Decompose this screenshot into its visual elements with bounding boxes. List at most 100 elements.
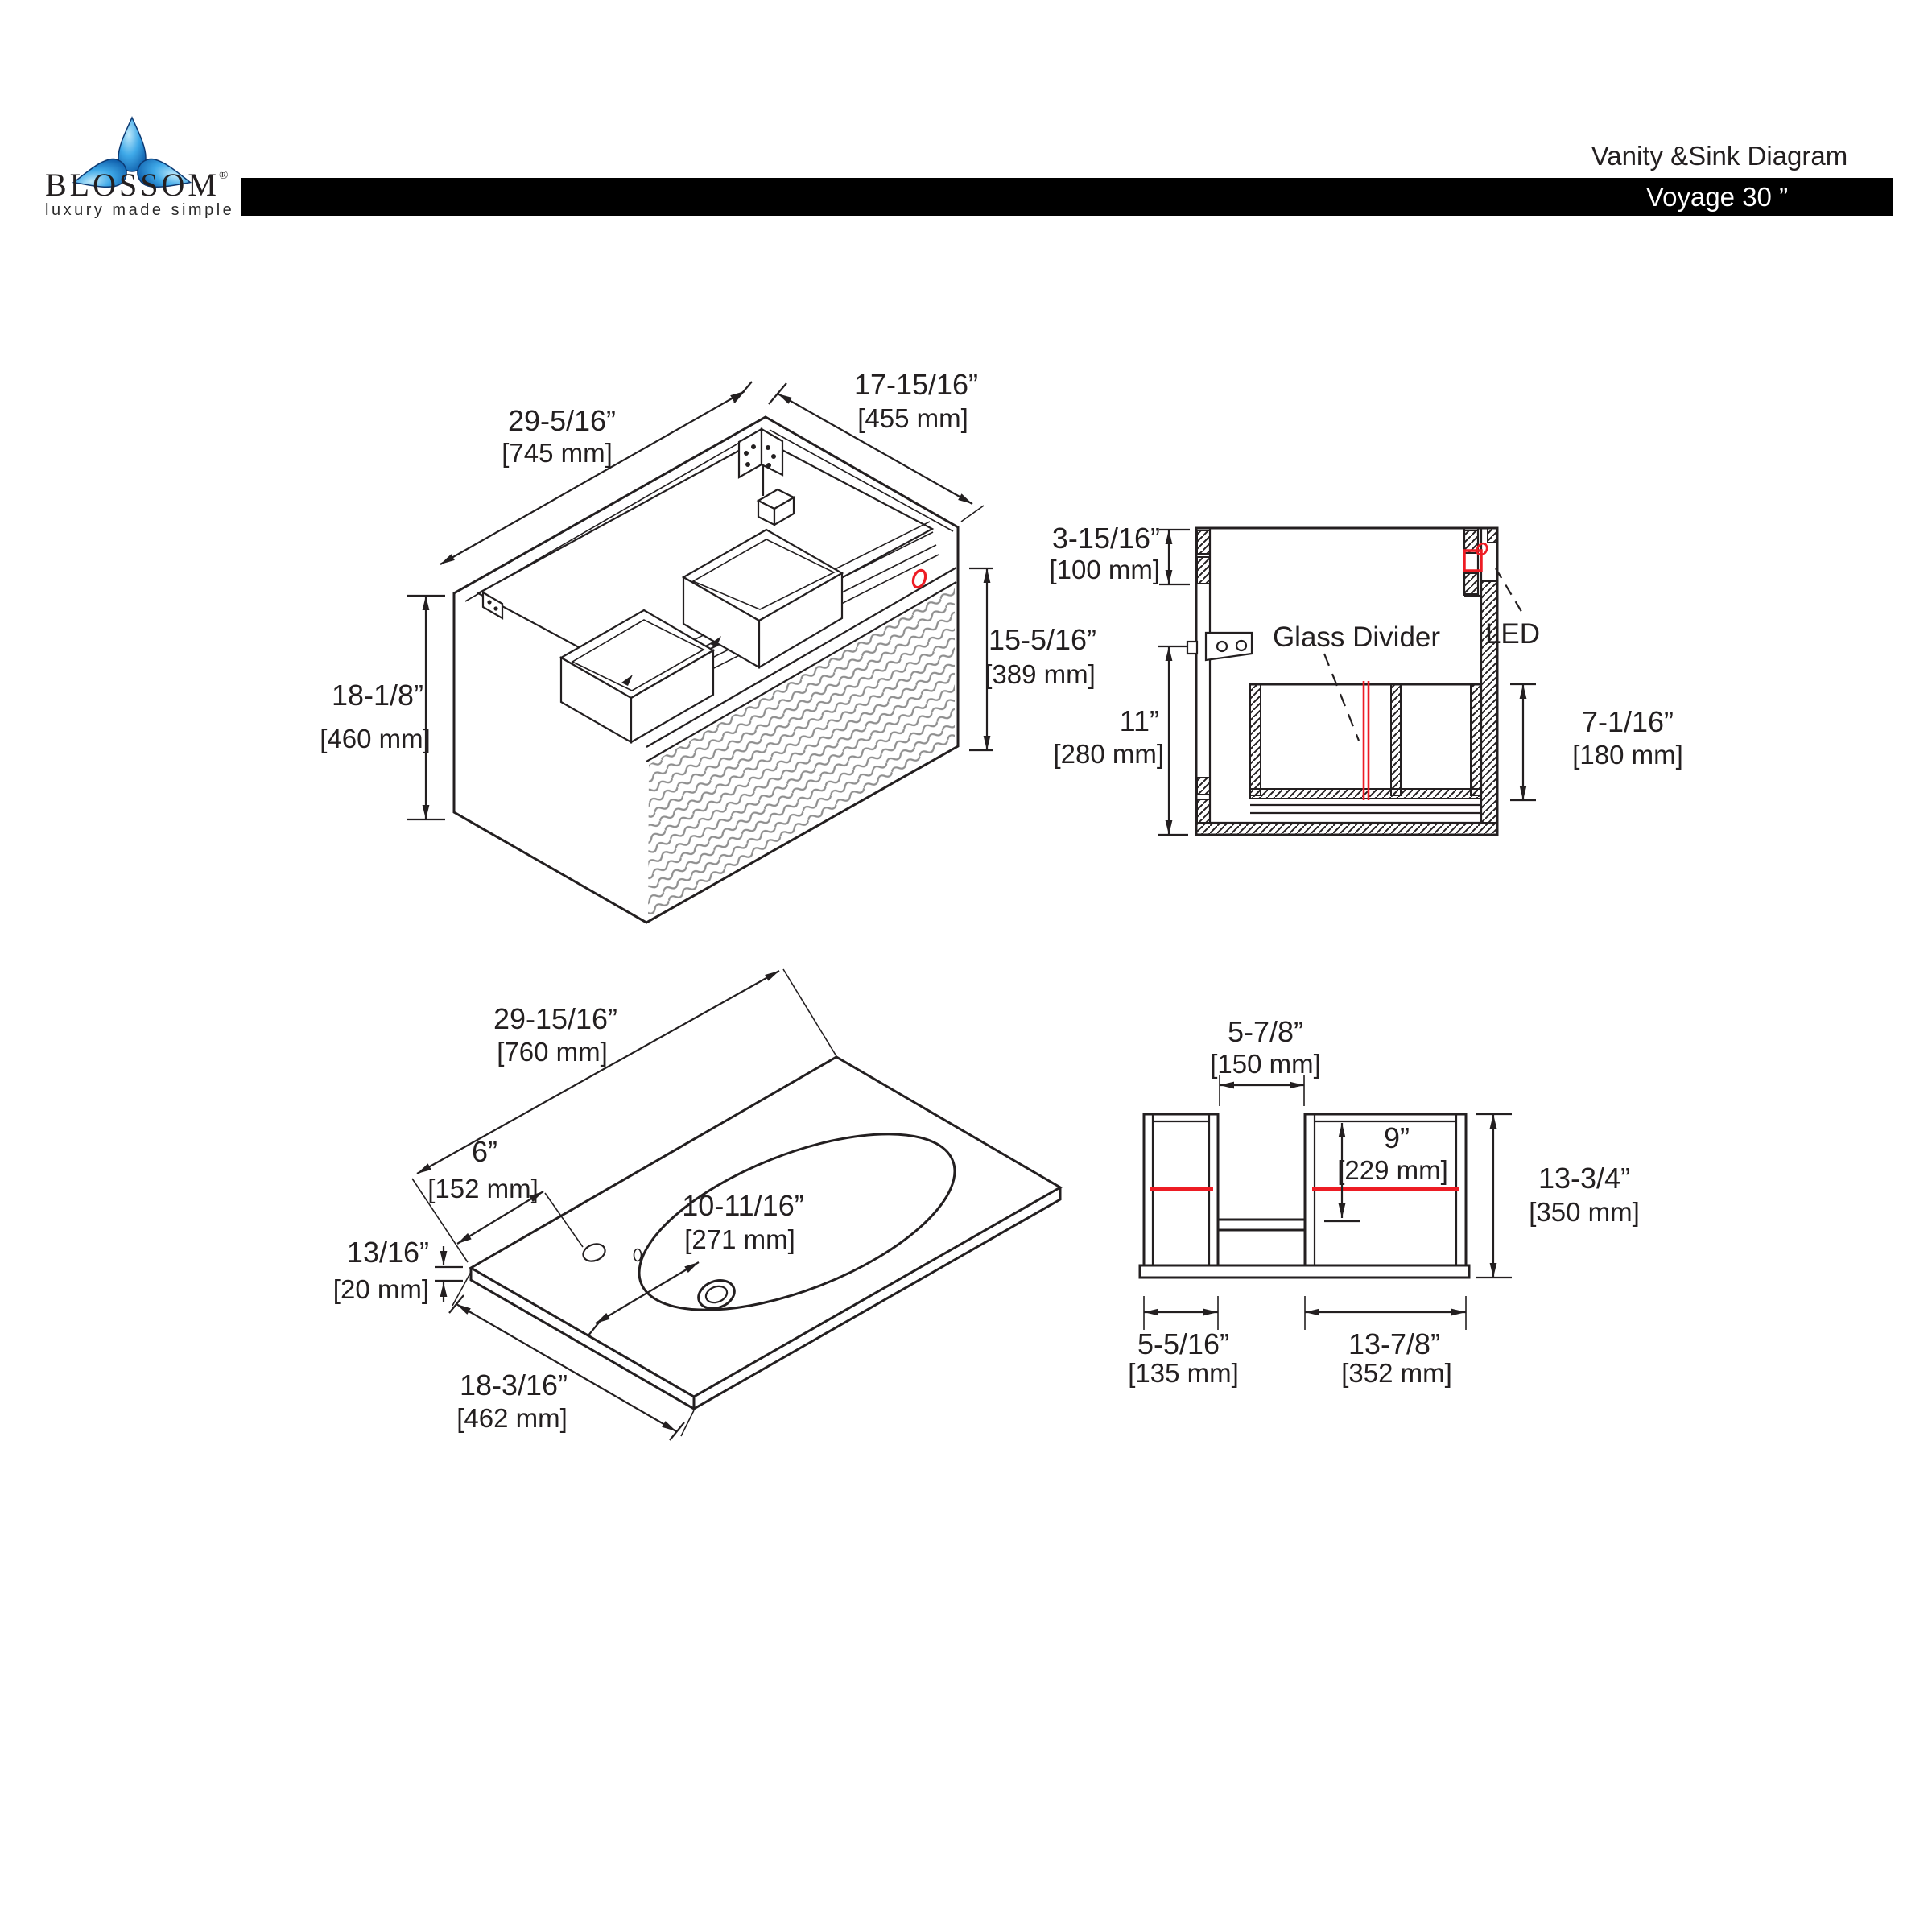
glass-divider-leader: [1323, 653, 1360, 741]
dim-faucet-setback: 6” [152 mm]: [427, 1135, 584, 1248]
dim-sinktop-depth-in: 18-3/16”: [460, 1368, 568, 1402]
dim-section-inner: 11” [280 mm]: [1053, 645, 1188, 836]
hinge-bracket: [1186, 631, 1253, 662]
dim-left-width-in: 5-5/16”: [1137, 1327, 1229, 1360]
dim-line: [440, 390, 745, 565]
model-bar: [242, 178, 1893, 216]
section-outline: [1195, 526, 1499, 836]
dim-right-width: 13-7/8” [352 mm]: [1304, 1296, 1467, 1388]
drain-hole: [697, 1279, 736, 1310]
dim-basin-inner-mm: [229 mm]: [1337, 1155, 1448, 1185]
dim-left-width-mm: [135 mm]: [1128, 1358, 1239, 1388]
dim-sinktop-depth-mm: [462 mm]: [456, 1403, 568, 1433]
screw-hole: [744, 451, 749, 456]
view-side-section: Glass Divider LED 3-15/16” [100 mm] 11” …: [1049, 522, 1683, 836]
blossom-flower-icon: [72, 116, 192, 188]
dim-front-height: 13-3/4” [350 mm]: [1476, 1113, 1640, 1279]
dim-drawer-front-in: 15-5/16”: [989, 623, 1096, 656]
dim-gap-width-mm: [150 mm]: [1210, 1049, 1321, 1079]
arrow-mark: [621, 675, 633, 686]
screw-hole: [751, 444, 756, 449]
doc-title: Vanity &Sink Diagram: [1591, 141, 1848, 171]
wall-hatch: [1196, 556, 1211, 584]
ext-line: [452, 1271, 472, 1307]
corner-bracket: [737, 427, 784, 479]
arrow-mark: [710, 636, 721, 647]
dim-drawer-front-height: 15-5/16” [389 mm]: [969, 567, 1096, 752]
basin-divider-wall: [1390, 683, 1402, 796]
drain-inner: [704, 1285, 729, 1304]
dim-right-width-mm: [352 mm]: [1341, 1358, 1452, 1388]
dim-basin-inner: 9” [229 mm]: [1324, 1121, 1448, 1223]
dim-sinktop-thickness: 13/16” [20 mm]: [333, 1236, 463, 1304]
dim-cabinet-width-in: 29-5/16”: [508, 404, 616, 437]
box-inner-rim: [571, 619, 705, 691]
dim-sinktop-thickness-mm: [20 mm]: [333, 1274, 429, 1304]
hinge-hole: [1235, 639, 1248, 652]
dim-break-tick: [768, 382, 787, 405]
screw-hole: [487, 600, 492, 605]
flower-petal-right: [137, 158, 192, 188]
box-inner-rim: [691, 539, 836, 610]
dim-drawer-front-mm: [389 mm]: [985, 659, 1096, 689]
dim-section-top-in: 3-15/16”: [1052, 522, 1160, 555]
drain-outer: [697, 1279, 736, 1310]
dim-gap-width: 5-7/8” [150 mm]: [1210, 1015, 1321, 1106]
brand-registered: ®: [219, 169, 228, 182]
dim-cabinet-depth-in: 17-15/16”: [854, 368, 978, 401]
flower-petal-top: [118, 116, 147, 172]
screw-hole: [493, 606, 498, 611]
dim-line: [456, 1191, 544, 1245]
dim-sinktop-width-mm: [760 mm]: [497, 1037, 608, 1067]
bracket-face: [481, 591, 504, 620]
dim-drain-offset-in: 10-11/16”: [682, 1189, 803, 1222]
dim-cabinet-height-in: 18-1/8”: [332, 679, 423, 712]
basin-wall: [1249, 683, 1261, 796]
wall-hatch: [1196, 530, 1211, 555]
dim-break-tick: [448, 1294, 464, 1314]
brand-name: BLOSSOM: [45, 167, 220, 203]
dim-cabinet-width: 29-5/16” [745 mm]: [440, 381, 753, 565]
floor-hatch: [1195, 822, 1498, 836]
basin-wall: [1470, 683, 1482, 796]
dim-section-basin-in: 7-1/16”: [1582, 705, 1674, 738]
led-wire-curl: [1475, 542, 1488, 556]
blossom-logo: BLOSSOM ® luxury made simple: [45, 116, 232, 219]
dim-line: [456, 1303, 677, 1432]
wall-hatch: [1487, 527, 1498, 543]
ext-line: [782, 968, 837, 1057]
dim-front-height-in: 13-3/4”: [1538, 1162, 1630, 1195]
view-front-section: 5-7/8” [150 mm] 9” [229 mm] 13-3/4” [350…: [1128, 1015, 1640, 1388]
wall-hatch: [1463, 572, 1479, 595]
box-wall: [630, 649, 715, 744]
box-wall: [758, 572, 844, 669]
drawer-gap-line: [646, 581, 957, 762]
dim-drain-offset-mm: [271 mm]: [684, 1224, 795, 1254]
dim-section-basin-mm: [180 mm]: [1572, 740, 1683, 770]
dim-sinktop-width: 29-15/16” [760 mm]: [411, 968, 837, 1263]
divider-box-left: [559, 609, 716, 744]
dim-faucet-setback-in: 6”: [472, 1135, 497, 1168]
dim-right-width-in: 13-7/8”: [1348, 1327, 1440, 1360]
divider-box-right: [681, 528, 844, 669]
flower-petal-left: [72, 158, 127, 188]
hinge-stub: [1186, 640, 1199, 655]
dim-cabinet-depth-mm: [455 mm]: [857, 403, 968, 433]
dim-sinktop-thickness-in: 13/16”: [347, 1236, 429, 1269]
dim-faucet-setback-mm: [152 mm]: [427, 1174, 539, 1203]
dim-section-inner-mm: [280 mm]: [1053, 739, 1164, 769]
basin-bottom: [1249, 788, 1482, 799]
dim-basin-inner-in: 9”: [1384, 1121, 1410, 1154]
hinge-plate: [1204, 631, 1253, 662]
wall-hatch: [1196, 777, 1211, 795]
hinge-hole: [1216, 640, 1228, 653]
drawer-front-hatch: [1480, 580, 1498, 824]
dim-section-top-mm: [100 mm]: [1049, 555, 1160, 584]
wavy-drawer-front: [648, 585, 955, 921]
dim-break-tick: [669, 1422, 685, 1441]
dim-cabinet-width-mm: [745 mm]: [502, 438, 613, 468]
drawer-gap-line: [646, 567, 957, 748]
dim-cabinet-depth: 17-15/16” [455 mm]: [768, 368, 985, 522]
